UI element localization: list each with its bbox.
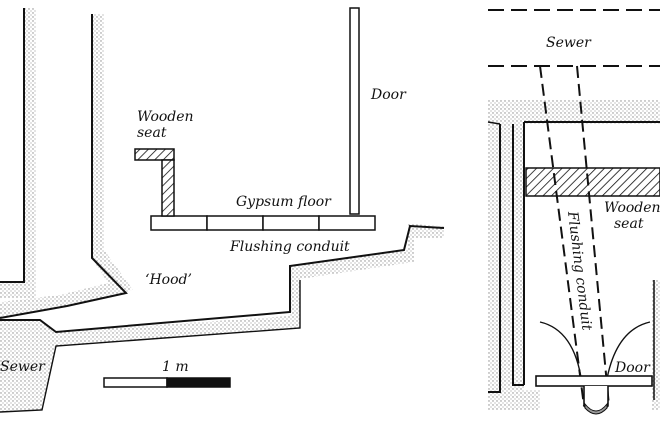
flushing-conduit-right-label: Flushing conduit bbox=[564, 210, 595, 332]
sewer-channel-structure bbox=[0, 224, 445, 413]
scale-bar bbox=[103, 377, 231, 388]
door-left-label: Door bbox=[370, 87, 407, 103]
sewer-right-label: Sewer bbox=[546, 35, 592, 51]
wooden-seat-left-label-line1: Wooden bbox=[137, 109, 194, 125]
left-shaft-wall bbox=[0, 8, 36, 298]
wooden-seat-right bbox=[525, 167, 660, 197]
drain-opening bbox=[583, 386, 609, 415]
door-left bbox=[349, 7, 360, 215]
sewer-left-label: Sewer bbox=[0, 359, 46, 375]
wooden-seat-right-label-line1: Wooden bbox=[604, 200, 660, 216]
hood-label: ‘Hood’ bbox=[145, 272, 192, 288]
sewer-dashed-lines bbox=[488, 9, 660, 67]
wooden-seat-left bbox=[134, 148, 175, 217]
floor-slab-right bbox=[535, 375, 653, 387]
scale-label: 1 m bbox=[162, 359, 189, 375]
flushing-conduit-pipe bbox=[539, 65, 610, 407]
door-swing-arcs bbox=[539, 321, 651, 385]
right-wall-pier bbox=[487, 121, 660, 410]
gypsum-floor-label: Gypsum floor bbox=[236, 194, 332, 210]
wooden-seat-right-label-line2: seat bbox=[614, 216, 644, 232]
door-right-label: Door bbox=[614, 360, 651, 376]
ground-band-right bbox=[488, 100, 660, 124]
hood-wall bbox=[0, 14, 133, 319]
flushing-conduit-left-label: Flushing conduit bbox=[229, 239, 350, 255]
right-edge-wall bbox=[652, 280, 660, 410]
wooden-seat-left-label-line2: seat bbox=[137, 125, 167, 141]
gypsum-floor-slabs bbox=[150, 215, 376, 231]
